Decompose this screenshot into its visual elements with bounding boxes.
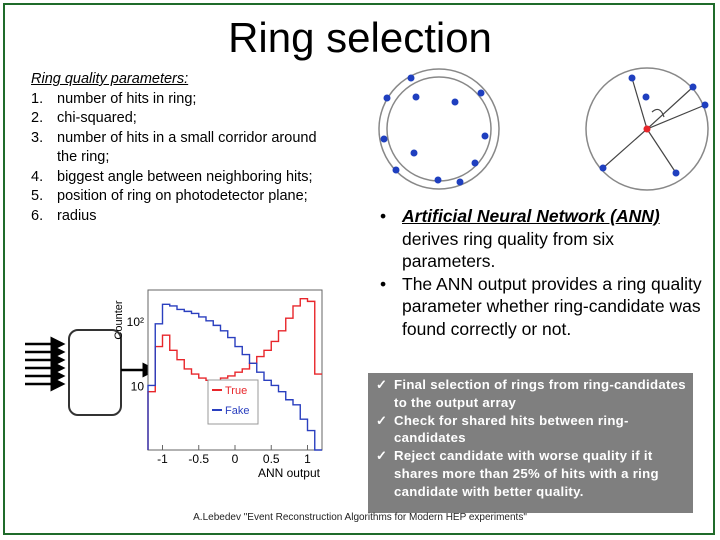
list-item: ✓Check for shared hits between ring-cand…: [376, 412, 629, 446]
list-item: 4.biggest angle between neighboring hits…: [31, 168, 313, 185]
ann-network-diagram: [25, 329, 158, 416]
list-item: 1.number of hits in ring;: [31, 90, 197, 107]
list-item: ✓Final selection of rings from ring-cand…: [376, 377, 686, 410]
list-item: ✓Reject candidate with worse quality if …: [376, 448, 659, 499]
check-icon: ✓: [376, 412, 388, 428]
list-item: • The ANN output provides a ring quality…: [380, 273, 702, 339]
x-axis-label: ANN output: [258, 466, 321, 480]
slide-frame: [3, 3, 715, 535]
y-tick-label: 10: [131, 379, 145, 393]
check-icon: ✓: [376, 448, 388, 464]
check-icon: ✓: [376, 377, 388, 392]
x-tick-label: -1: [157, 452, 168, 466]
y-axis-label: Counter: [113, 300, 125, 339]
legend-label: Fake: [225, 405, 249, 417]
final-selection-box: ✓Final selection of rings from ring-cand…: [368, 373, 693, 513]
parameters-list: 1.number of hits in ring; 2.chi-squared;…: [31, 90, 367, 227]
footer-citation: A.Lebedev "Event Reconstruction Algorith…: [193, 512, 527, 523]
series-true: [147, 298, 322, 450]
list-item: 6.radius: [31, 207, 97, 224]
ring-quality-parameters: Ring quality parameters: 1.number of hit…: [31, 70, 367, 226]
x-tick-label: -0.5: [188, 452, 209, 466]
x-tick-label: 1: [304, 452, 311, 466]
plot-area: [147, 289, 323, 451]
ann-heading: Artificial Neural Network (ANN): [402, 206, 660, 226]
list-item: 2.chi-squared;: [31, 110, 137, 126]
list-item: 5.position of ring on photodetector plan…: [31, 188, 308, 204]
list-item: • Artificial Neural Network (ANN)derives…: [380, 206, 660, 271]
list-item: 3.number of hits in a small corridor aro…: [31, 129, 317, 166]
parameters-heading: Ring quality parameters:: [31, 71, 189, 87]
legend-label: True: [225, 385, 247, 397]
ring-candidate-diagram: [378, 68, 500, 190]
slide-title: Ring selection: [228, 14, 492, 61]
angle-diagram: [585, 67, 709, 191]
x-tick-label: 0: [232, 452, 239, 466]
x-tick-label: 0.5: [263, 452, 280, 466]
series-fake: [147, 303, 322, 451]
legend-box: [207, 379, 259, 425]
ann-description: • Artificial Neural Network (ANN)derives…: [380, 205, 705, 340]
y-tick-label: 10²: [127, 315, 144, 329]
